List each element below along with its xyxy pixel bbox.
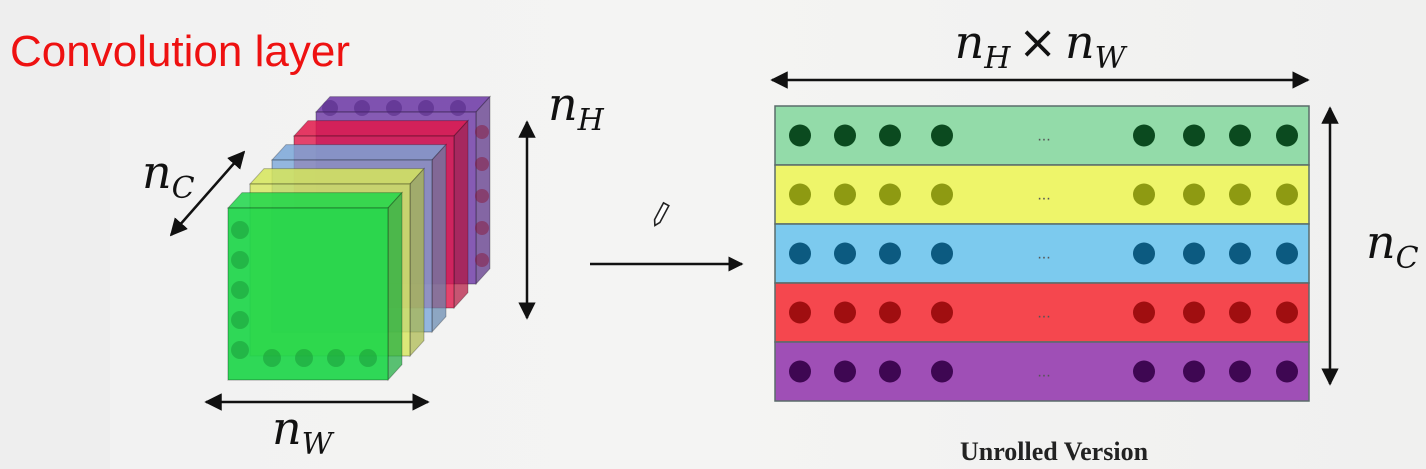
matrix-dot	[789, 183, 811, 206]
cube-top-dots	[322, 100, 466, 116]
cube-dot	[263, 349, 281, 367]
matrix-row: ...	[774, 164, 1310, 225]
matrix-row: ...	[774, 223, 1310, 284]
matrix-dot	[931, 301, 953, 324]
matrix-dot	[1183, 242, 1205, 265]
matrix-dot	[879, 360, 901, 383]
cube-dot	[386, 100, 402, 116]
matrix-dot	[834, 183, 856, 206]
cube-dot	[475, 189, 489, 203]
cube-dot	[231, 281, 249, 299]
cube-dot	[359, 349, 377, 367]
cube-dot	[450, 100, 466, 116]
cube-dot	[231, 251, 249, 269]
matrix-dot	[1276, 301, 1298, 324]
input-volume-cube	[226, 95, 492, 382]
cube-dot	[354, 100, 370, 116]
matrix-dot	[931, 360, 953, 383]
matrix-dot	[879, 124, 901, 147]
matrix-dot	[834, 124, 856, 147]
matrix-dot	[1183, 360, 1205, 383]
channels-label: nC	[142, 145, 195, 206]
matrix-row-band	[774, 164, 1310, 225]
matrix-ellipsis: ...	[1037, 364, 1050, 381]
cube-dot	[418, 100, 434, 116]
matrix-dot	[879, 242, 901, 265]
matrix-dot	[1183, 301, 1205, 324]
matrix-dot	[931, 242, 953, 265]
matrix-dot	[1229, 360, 1251, 383]
cube-dot	[295, 349, 313, 367]
cube-dot	[475, 157, 489, 171]
matrix-dot	[1229, 124, 1251, 147]
matrix-dot	[1229, 301, 1251, 324]
matrix-dot	[1133, 124, 1155, 147]
matrix-dot	[879, 301, 901, 324]
matrix-width-label: nH×nW	[955, 15, 1128, 76]
matrix-dot	[834, 360, 856, 383]
matrix-row: ...	[774, 282, 1310, 343]
pen-cursor-icon	[653, 201, 670, 227]
cube-slice	[226, 191, 404, 382]
matrix-ellipsis: ...	[1037, 305, 1050, 322]
matrix-dot	[1276, 242, 1298, 265]
matrix-dot	[789, 301, 811, 324]
matrix-row-band	[774, 282, 1310, 343]
matrix-ellipsis: ...	[1037, 128, 1050, 145]
cube-dot	[322, 100, 338, 116]
matrix-dot	[1276, 124, 1298, 147]
matrix-dot	[1133, 360, 1155, 383]
slide-title: Convolution layer	[10, 27, 350, 76]
unrolled-matrix: ...............	[774, 105, 1310, 402]
matrix-row-band	[774, 223, 1310, 284]
matrix-dot	[879, 183, 901, 206]
matrix-dot	[1133, 242, 1155, 265]
matrix-dot	[931, 124, 953, 147]
cube-dot	[231, 221, 249, 239]
matrix-dot	[1276, 360, 1298, 383]
matrix-dot	[789, 242, 811, 265]
matrix-dot	[1183, 124, 1205, 147]
channels-arrow	[169, 150, 246, 237]
matrix-dot	[931, 183, 953, 206]
matrix-dot	[834, 242, 856, 265]
matrix-ellipsis: ...	[1037, 246, 1050, 263]
cube-dot	[475, 253, 489, 267]
height-label: nH	[548, 77, 605, 138]
cube-dot	[327, 349, 345, 367]
matrix-dot	[1133, 183, 1155, 206]
cube-dot	[231, 341, 249, 359]
matrix-dot	[1133, 301, 1155, 324]
matrix-row: ...	[774, 105, 1310, 166]
matrix-dot	[1229, 183, 1251, 206]
cube-dot	[475, 221, 489, 235]
matrix-dot	[1183, 183, 1205, 206]
matrix-rows-label: nC	[1366, 215, 1419, 276]
cube-dot	[475, 125, 489, 139]
matrix-dot	[1229, 242, 1251, 265]
matrix-dot	[834, 301, 856, 324]
matrix-row-band	[774, 341, 1310, 402]
cube-side-dots	[475, 125, 489, 267]
matrix-ellipsis: ...	[1037, 187, 1050, 204]
cube-front-dots	[231, 221, 377, 367]
matrix-dot	[789, 124, 811, 147]
width-label: nW	[272, 401, 335, 462]
matrix-dot	[1276, 183, 1298, 206]
matrix-row-band	[774, 105, 1310, 166]
cube-dot	[231, 311, 249, 329]
matrix-dot	[789, 360, 811, 383]
matrix-row: ...	[774, 341, 1310, 402]
matrix-caption: Unrolled Version	[960, 437, 1149, 466]
